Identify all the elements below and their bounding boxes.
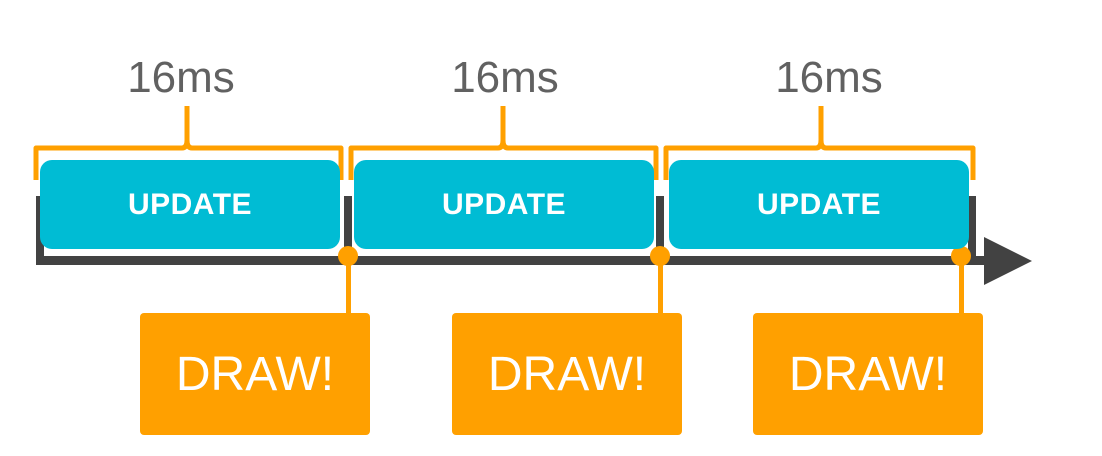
frame-duration-label: 16ms xyxy=(451,53,559,102)
update-label: UPDATE xyxy=(756,187,882,221)
circle-icon xyxy=(951,246,971,266)
circle-icon xyxy=(338,246,358,266)
draw-block: DRAW! xyxy=(753,313,983,435)
brace-icon xyxy=(33,106,344,180)
update-block: UPDATE xyxy=(40,160,340,249)
draw-block: DRAW! xyxy=(452,313,682,435)
frame-duration-label: 16ms xyxy=(775,53,883,102)
timeline-bar xyxy=(36,256,984,265)
update-label: UPDATE xyxy=(127,187,253,221)
brace-icon xyxy=(348,106,659,180)
draw-connector xyxy=(346,256,351,318)
draw-label: DRAW! xyxy=(175,347,335,401)
draw-label: DRAW! xyxy=(487,347,647,401)
draw-connector xyxy=(959,256,964,318)
draw-connector xyxy=(658,256,663,318)
brace-icon xyxy=(663,106,976,180)
circle-icon xyxy=(650,246,670,266)
draw-label: DRAW! xyxy=(788,347,948,401)
update-block: UPDATE xyxy=(669,160,969,249)
frame-duration-label: 16ms xyxy=(127,53,235,102)
draw-block: DRAW! xyxy=(140,313,370,435)
timeline-tick xyxy=(344,196,352,258)
arrow-right-icon xyxy=(984,237,1032,285)
update-label: UPDATE xyxy=(441,187,567,221)
timeline-tick xyxy=(656,196,664,258)
timeline-tick-end xyxy=(968,196,976,258)
update-block: UPDATE xyxy=(354,160,654,249)
